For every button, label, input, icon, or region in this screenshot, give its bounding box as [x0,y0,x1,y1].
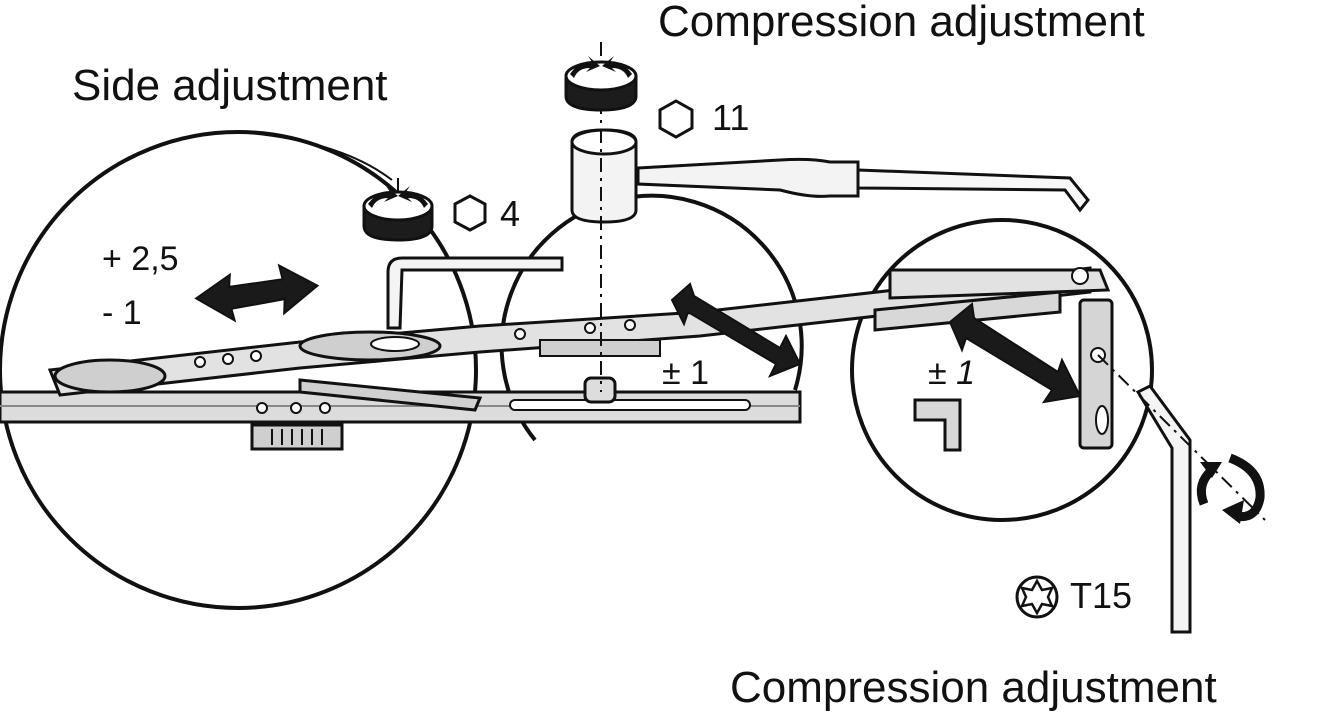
side-minus-range: - 1 [102,294,142,332]
leader-line [237,131,393,181]
side-plus-range: + 2,5 [102,240,179,278]
center-double-arrow [670,282,802,378]
hexagon-icon [453,194,487,232]
compression-adjustment-top-label: Compression adjustment [658,0,1145,46]
right-double-arrow [948,302,1082,404]
hexagon-icon [658,99,694,139]
rotation-icon-torx [1196,453,1265,524]
right-pm-range: ± 1 [928,354,976,392]
sash-arm [47,266,1092,412]
rotation-icon-side [362,186,434,242]
rotation-icon-top [564,56,638,112]
center-pm-range: ± 1 [662,354,710,392]
corner-hinge [873,267,1114,452]
hex-key-size-large: 11 [712,97,750,138]
side-double-arrow [194,263,320,323]
side-adjustment-label: Side adjustment [72,61,388,110]
allen-key-4 [386,256,564,330]
compression-adjustment-bottom-label: Compression adjustment [730,663,1217,712]
axis-lines [397,42,1266,521]
torx-size: T15 [1070,575,1133,616]
hex-key-size-small: 4 [500,193,521,234]
torx-star-icon [1015,575,1059,619]
torx-key-t15 [1135,384,1192,634]
right-magnifier [850,218,1154,522]
socket-wrench-11 [570,128,1090,224]
